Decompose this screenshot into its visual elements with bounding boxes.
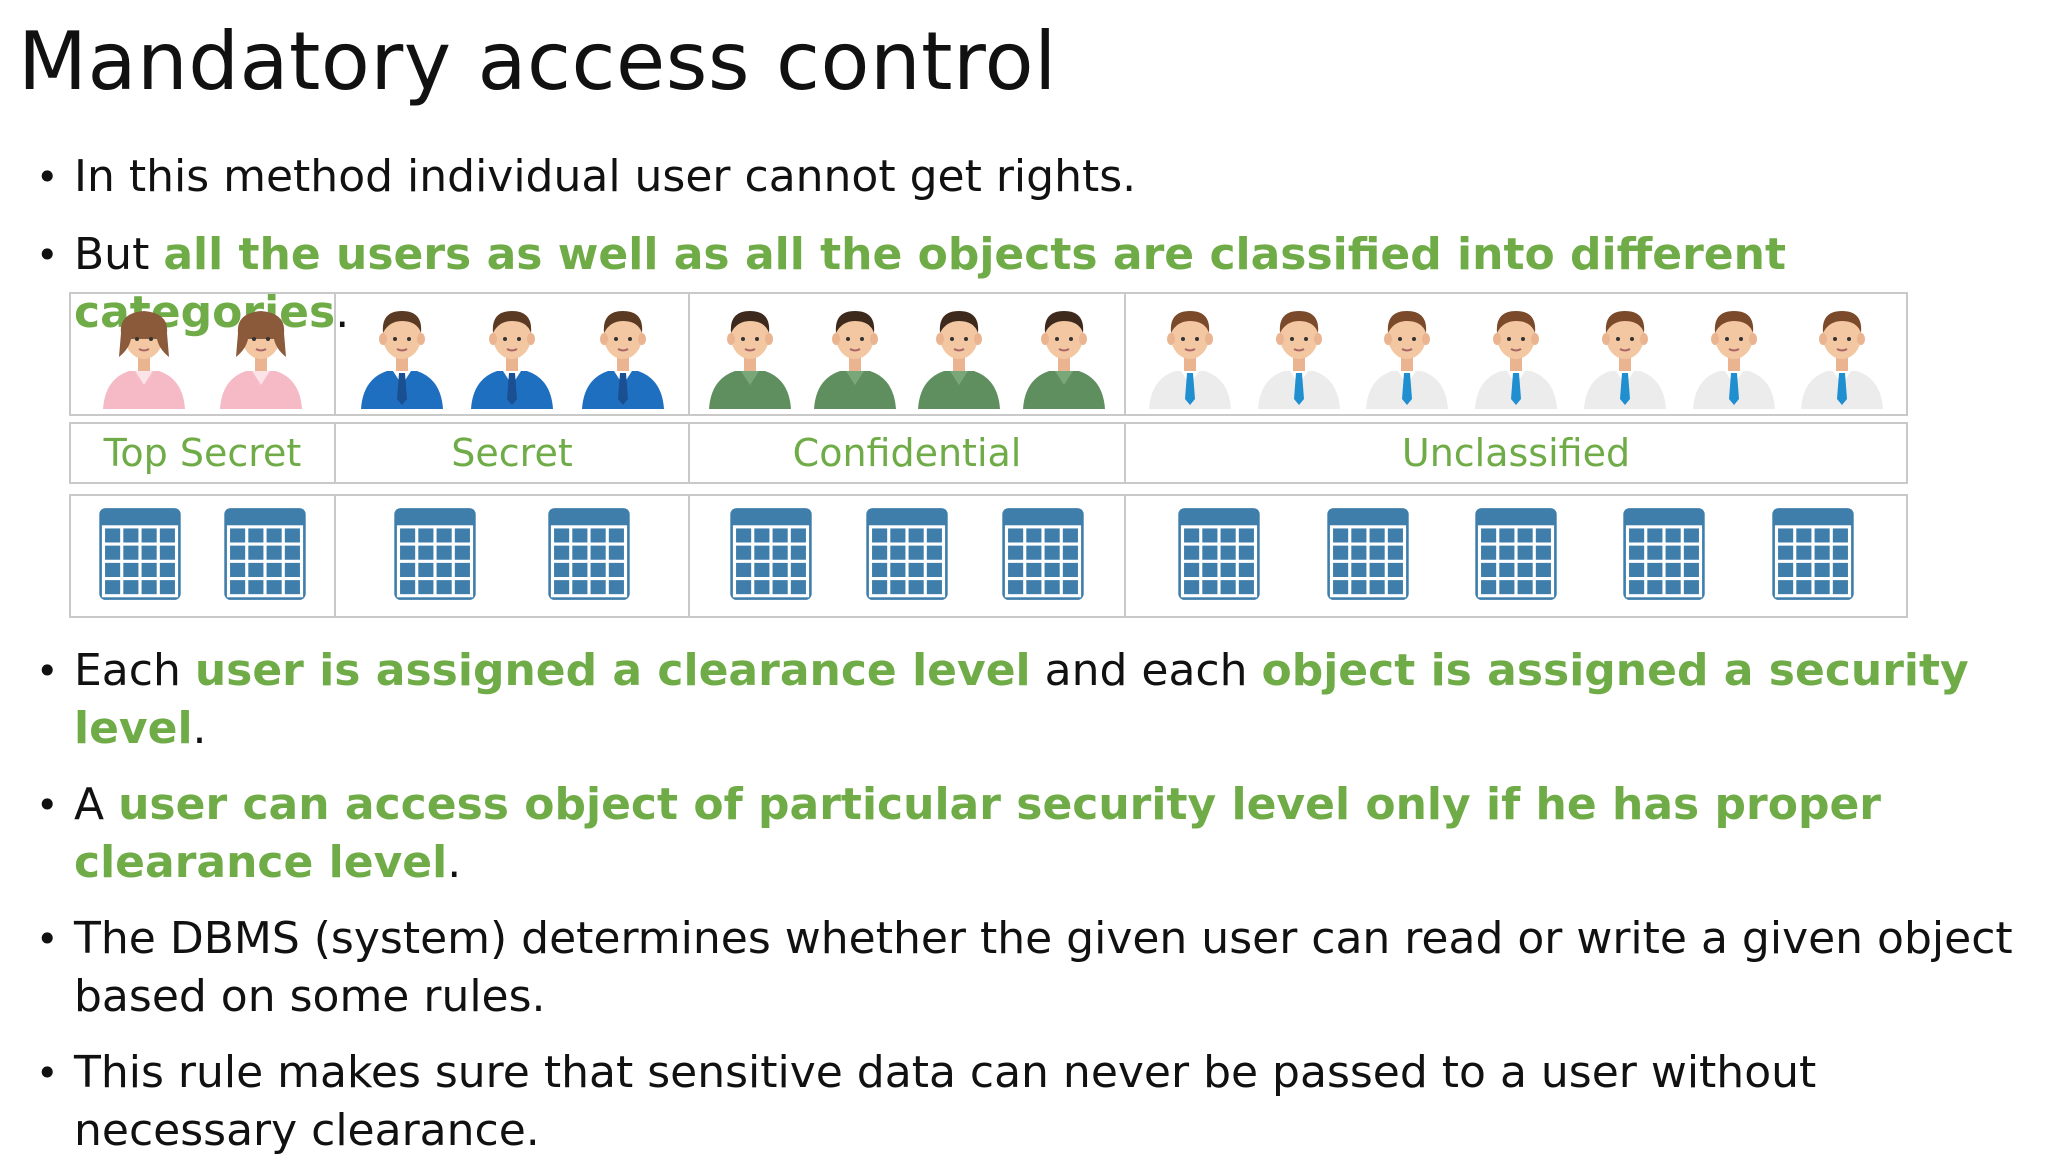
man-white-shirt-icon <box>1471 299 1561 409</box>
bullet-1: • In this method individual user cannot … <box>32 148 2022 206</box>
bullet-3-pre: Each <box>74 645 195 696</box>
bullet-2-highlight: all the users as well as all the objects… <box>74 229 1786 338</box>
man-white-shirt-icon <box>1580 299 1670 409</box>
man-green-shirt-icon <box>914 299 1004 409</box>
bullet-3-mid: and each <box>1030 645 1262 696</box>
bullet-3-highlight-1: user is assigned a clearance level <box>194 645 1031 696</box>
woman-pink-shirt-icon <box>216 299 306 409</box>
man-white-shirt-icon <box>1254 299 1344 409</box>
bullet-2-post: . <box>335 287 350 338</box>
man-white-shirt-icon <box>1797 299 1887 409</box>
objects-confidential <box>690 496 1126 616</box>
bullet-3: • Each user is assigned a clearance leve… <box>32 642 2022 758</box>
users-row <box>69 292 1908 416</box>
database-table-icon <box>534 506 644 606</box>
man-green-shirt-icon <box>810 299 900 409</box>
bullet-6-text: This rule makes sure that sensitive data… <box>74 1047 1817 1156</box>
objects-top-secret <box>71 496 336 616</box>
bullet-4: • A user can access object of particular… <box>32 776 2022 892</box>
bullet-2-pre: But <box>74 229 164 280</box>
man-green-shirt-icon <box>1019 299 1109 409</box>
users-secret <box>336 294 690 414</box>
database-table-icon <box>1758 506 1868 606</box>
bullet-dot: • <box>36 233 59 277</box>
database-table-icon <box>210 506 320 606</box>
database-table-icon <box>1313 506 1423 606</box>
bullet-4-highlight: user can access object of particular sec… <box>74 779 1881 888</box>
bullet-5: • The DBMS (system) determines whether t… <box>32 910 2022 1026</box>
bullet-dot: • <box>36 917 59 961</box>
label-confidential: Confidential <box>690 424 1126 482</box>
database-table-icon <box>1461 506 1571 606</box>
bullet-6: • This rule makes sure that sensitive da… <box>32 1044 2022 1160</box>
objects-secret <box>336 496 690 616</box>
label-secret: Secret <box>336 424 690 482</box>
database-table-icon <box>85 506 195 606</box>
slide-title: Mandatory access control <box>18 15 1057 108</box>
label-unclassified: Unclassified <box>1401 431 1631 475</box>
bullet-3-highlight-2: object is assigned a security level <box>74 645 1969 754</box>
bullet-5-text: The DBMS (system) determines whether the… <box>74 913 2013 1022</box>
woman-pink-shirt-icon <box>99 299 189 409</box>
users-confidential <box>690 294 1126 414</box>
man-white-shirt-icon <box>1689 299 1779 409</box>
database-table-icon <box>716 506 826 606</box>
database-table-icon <box>1609 506 1719 606</box>
label-top-secret: Top Secret <box>71 424 336 482</box>
users-top-secret <box>71 294 336 414</box>
man-blue-suit-icon <box>357 299 447 409</box>
database-table-icon <box>988 506 1098 606</box>
bullet-dot: • <box>36 1051 59 1095</box>
bullet-4-pre: A <box>74 779 119 830</box>
database-table-icon <box>1164 506 1274 606</box>
man-green-shirt-icon <box>705 299 795 409</box>
labels-row: Top Secret Secret Confidential Unclassif… <box>69 422 1908 484</box>
users-unclassified <box>1126 294 1906 414</box>
classification-diagram: Top Secret Secret Confidential Unclassif… <box>69 292 1908 618</box>
man-blue-suit-icon <box>578 299 668 409</box>
bullet-2: • But all the users as well as all the o… <box>32 226 2022 342</box>
man-blue-suit-icon <box>467 299 557 409</box>
man-white-shirt-icon <box>1362 299 1452 409</box>
objects-row <box>69 494 1908 618</box>
database-table-icon <box>380 506 490 606</box>
bullet-3-post: . <box>192 703 207 754</box>
man-white-shirt-icon <box>1145 299 1235 409</box>
database-table-icon <box>852 506 962 606</box>
bullet-4-post: . <box>447 837 462 888</box>
bullet-list: • In this method individual user cannot … <box>32 148 2022 1160</box>
bullet-dot: • <box>36 783 59 827</box>
bullet-1-text: In this method individual user cannot ge… <box>74 151 1137 202</box>
bullet-dot: • <box>36 155 59 199</box>
objects-unclassified <box>1126 496 1906 616</box>
bullet-dot: • <box>36 649 59 693</box>
